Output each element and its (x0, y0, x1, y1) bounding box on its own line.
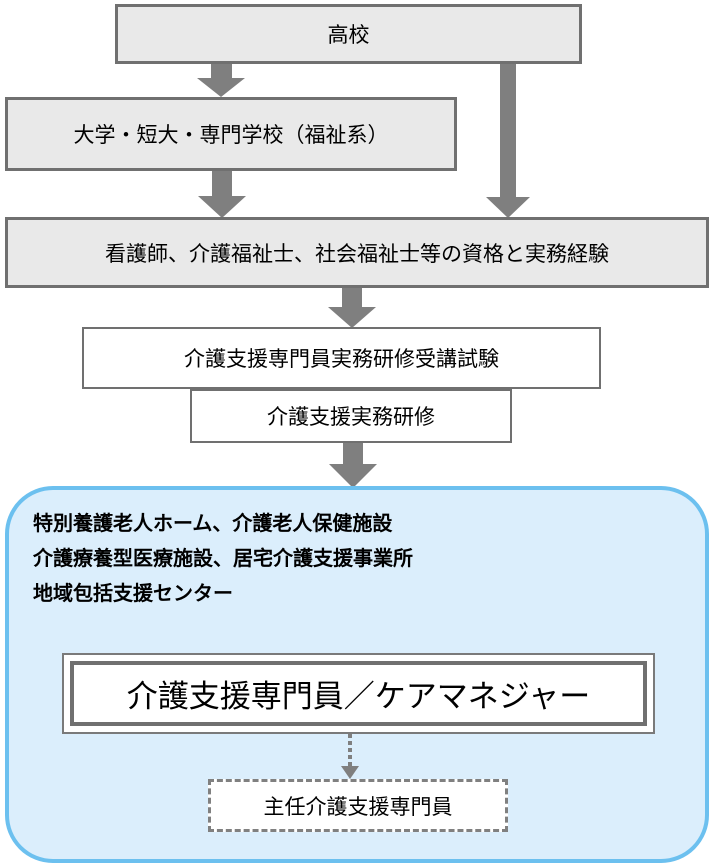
exam-box: 介護支援専門員実務研修受講試験 (82, 327, 601, 389)
exam-label: 介護支援専門員実務研修受講試験 (184, 347, 499, 371)
care-manager-inner-frame: 介護支援専門員／ケアマネジャー (70, 661, 647, 726)
arrow-university-to-qualification (198, 170, 246, 218)
chief-care-manager-label: 主任介護支援専門員 (263, 794, 453, 819)
training-box: 介護支援実務研修 (190, 389, 512, 443)
high-school-label: 高校 (327, 23, 370, 47)
workplace-line-2: 介護療養型医療施設、居宅介護支援事業所 (33, 546, 413, 570)
arrow-training-to-panel (329, 442, 377, 488)
qualification-box: 看護師、介護福祉士、社会福祉士等の資格と実務経験 (5, 217, 709, 288)
training-label: 介護支援実務研修 (267, 405, 435, 429)
arrow-qualification-to-exam (328, 286, 376, 328)
qualification-label: 看護師、介護福祉士、社会福祉士等の資格と実務経験 (105, 241, 609, 266)
arrow-highschool-to-qualification (486, 62, 530, 218)
dashed-arrow-to-chief (341, 734, 359, 779)
arrow-highschool-to-university (197, 62, 245, 97)
university-box: 大学・短大・専門学校（福祉系） (5, 97, 457, 171)
care-manager-box: 介護支援専門員／ケアマネジャー (62, 653, 655, 734)
chief-care-manager-box: 主任介護支援専門員 (208, 779, 508, 832)
workplace-line-1: 特別養護老人ホーム、介護老人保健施設 (33, 511, 393, 535)
workplace-line-3: 地域包括支援センター (33, 581, 233, 605)
university-label: 大学・短大・専門学校（福祉系） (73, 123, 389, 147)
care-manager-label: 介護支援専門員／ケアマネジャー (126, 679, 591, 715)
workplace-list: 特別養護老人ホーム、介護老人保健施設 介護療養型医療施設、居宅介護支援事業所 地… (33, 506, 413, 611)
high-school-box: 高校 (115, 4, 582, 64)
